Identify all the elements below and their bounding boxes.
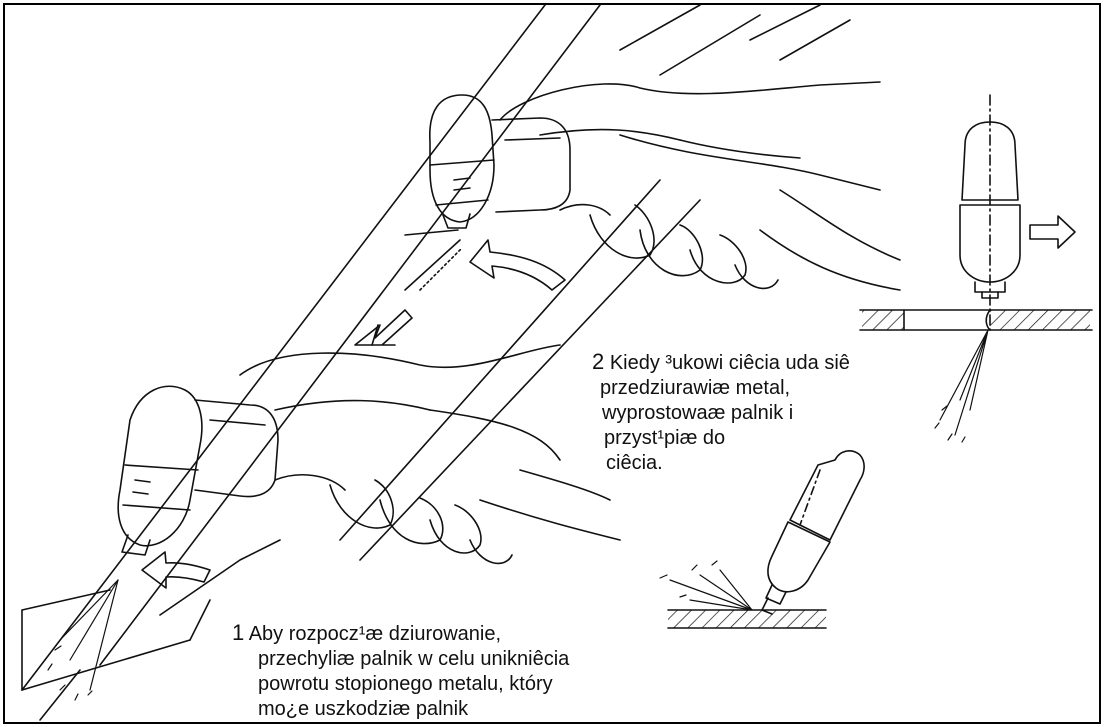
sparks-lower: [48, 580, 118, 700]
step-2-caption: 2 Kiedy ³ukowi ciêcia uda siê przedziura…: [592, 349, 850, 476]
step-2-line-4: przyst¹piæ do: [592, 426, 850, 451]
upper-torch-in-hand: [430, 82, 900, 290]
step-1-line-2: przechyliæ palnik w celu unikniêcia: [232, 647, 569, 672]
step-2-line-5: ciêcia.: [592, 451, 850, 476]
rotation-arrow-upper: [470, 240, 565, 290]
step-1-line-1: Aby rozpocz¹æ dziurowanie,: [249, 623, 501, 645]
step-2-line-1: Kiedy ³ukowi ciêcia uda siê: [610, 352, 850, 374]
lower-torch-in-hand: [118, 345, 620, 563]
cut-channel: [405, 230, 462, 290]
step-1-caption: 1 Aby rozpocz¹æ dziurowanie, przechyliæ …: [232, 620, 569, 722]
tilted-torch-diagram: [660, 451, 864, 628]
step-2-line-2: przedziurawiæ metal,: [592, 376, 850, 401]
motion-arrow-lower: [142, 552, 210, 588]
step-2-number: 2: [592, 349, 604, 374]
vertical-torch-diagram: [860, 95, 1092, 442]
travel-direction-arrows: [355, 310, 412, 345]
step-1-number: 1: [232, 620, 244, 645]
step-1-line-4: mo¿e uszkodziæ palnik: [232, 697, 569, 722]
step-2-line-3: wyprostowaæ palnik i: [592, 401, 850, 426]
step-1-line-3: powrotu stopionego metalu, który: [232, 672, 569, 697]
